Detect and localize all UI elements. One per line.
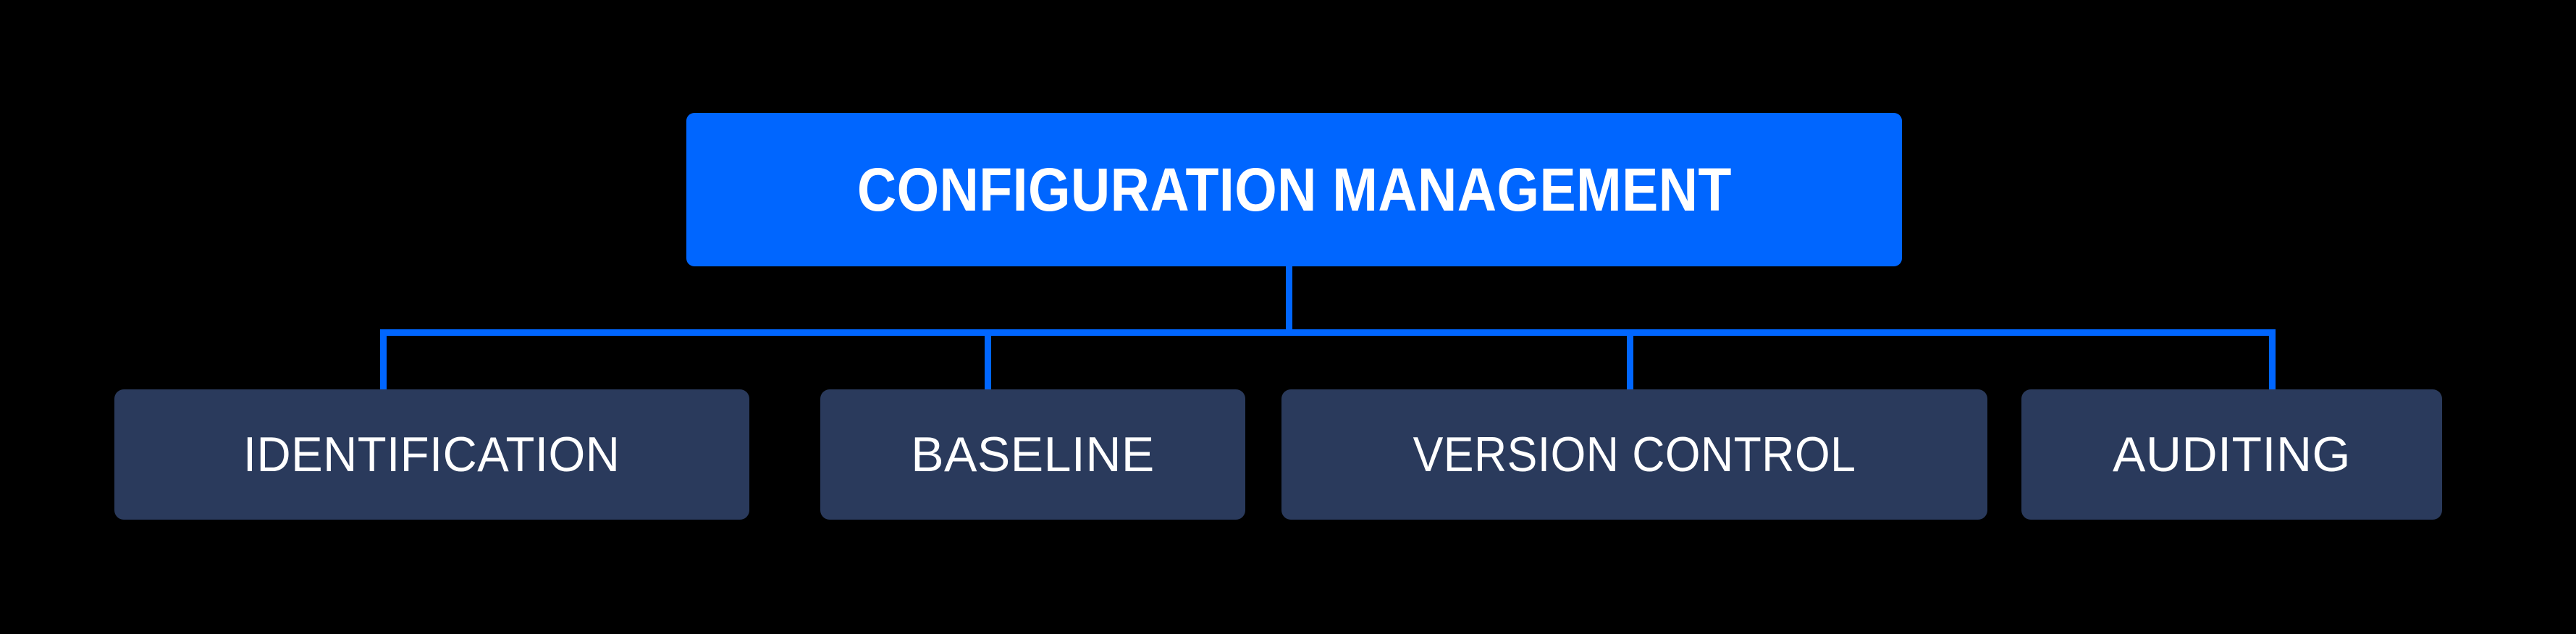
connector-drop-identification bbox=[380, 329, 387, 393]
node-label-configuration-management: CONFIGURATION MANAGEMENT bbox=[856, 156, 1732, 224]
connector-horizontal-bus bbox=[380, 329, 2276, 336]
node-baseline[interactable]: BASELINE bbox=[820, 389, 1245, 520]
node-version-control[interactable]: VERSION CONTROL bbox=[1281, 389, 1987, 520]
node-identification[interactable]: IDENTIFICATION bbox=[114, 389, 749, 520]
node-label-baseline: BASELINE bbox=[911, 427, 1155, 482]
node-label-version-control: VERSION CONTROL bbox=[1413, 427, 1856, 482]
node-label-identification: IDENTIFICATION bbox=[243, 427, 620, 482]
node-auditing[interactable]: AUDITING bbox=[2021, 389, 2442, 520]
node-configuration-management[interactable]: CONFIGURATION MANAGEMENT bbox=[686, 113, 1902, 266]
node-label-auditing: AUDITING bbox=[2113, 427, 2351, 482]
connector-drop-auditing bbox=[2269, 329, 2276, 393]
connector-drop-baseline bbox=[985, 329, 991, 393]
connector-root-stem bbox=[1286, 262, 1292, 334]
connector-drop-version-control bbox=[1627, 329, 1633, 393]
